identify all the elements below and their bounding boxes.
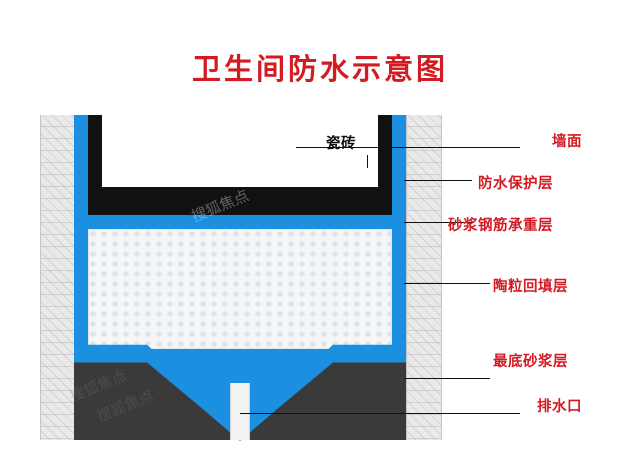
label-tile: 瓷砖: [326, 136, 356, 152]
leader-line-wall-surface: [296, 147, 520, 148]
drain-pipe: [230, 383, 250, 440]
mortar-rebar-bearing-layer: [88, 215, 392, 229]
label-drain-outlet: 排水口: [537, 399, 582, 415]
wall-left: [40, 115, 76, 440]
tile-cavity: [102, 115, 378, 187]
label-mortar-rebar: 砂浆钢筋承重层: [448, 218, 553, 234]
page-title: 卫生间防水示意图: [191, 52, 448, 86]
label-bottom-mortar: 最底砂浆层: [493, 354, 568, 370]
wall-right: [406, 115, 442, 440]
leader-line-drain: [240, 413, 520, 414]
label-waterproof-layer: 防水保护层: [478, 176, 553, 192]
bathroom-waterproofing-diagram: 搜狐焦点 搜狐焦点: [40, 115, 442, 441]
leader-line-waterproof: [404, 180, 472, 181]
leader-tick-tile: [367, 155, 368, 168]
label-wall-surface: 墙面: [552, 134, 582, 150]
leader-line-mortar-rebar: [404, 222, 472, 223]
ceramsite-backfill-layer: [88, 229, 392, 349]
leader-line-ceramsite: [404, 283, 490, 284]
leader-line-bottom-mortar: [404, 378, 490, 379]
label-ceramsite-fill: 陶粒回填层: [493, 279, 568, 295]
